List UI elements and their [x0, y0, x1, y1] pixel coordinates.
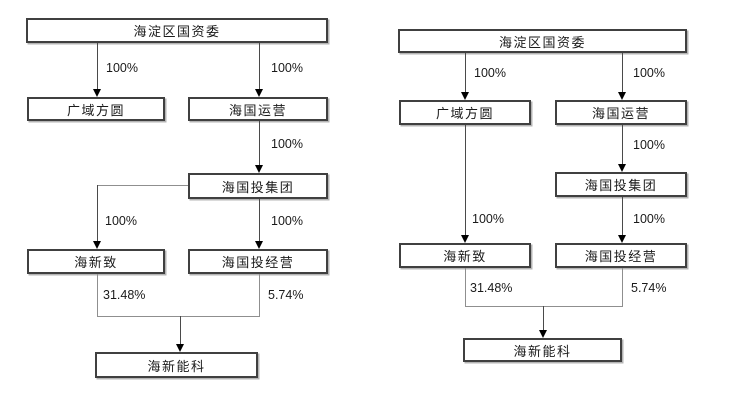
arrowhead-down-icon: [255, 165, 263, 173]
arrowhead-down-icon: [618, 164, 626, 172]
right-edge-jituan-jingying-line: [622, 197, 623, 235]
arrowhead-down-icon: [461, 92, 469, 100]
left-pct-sasac-guangyu: 100%: [106, 61, 138, 75]
arrowhead-down-icon: [93, 241, 101, 249]
left-edge-jituan-haixinzhi-vline: [97, 185, 98, 241]
right-pct-sasac-yunying: 100%: [633, 66, 665, 80]
right-node-sasac: 海淀区国资委: [398, 29, 687, 53]
right-edge-merge-hline: [465, 306, 623, 307]
left-edge-jingying-merge-line: [259, 274, 260, 316]
arrowhead-down-icon: [618, 92, 626, 100]
left-pct-jituan-jingying: 100%: [271, 214, 303, 228]
left-edge-merge-nengke-line: [180, 316, 181, 344]
right-node-haiguo-yunying: 海国运营: [555, 100, 687, 125]
right-edge-guangyu-haixinzhi-line: [465, 125, 466, 235]
left-node-haiguo-yunying: 海国运营: [188, 97, 328, 121]
right-pct-guangyu-haixinzhi: 100%: [472, 212, 504, 226]
right-edge-yunying-jituan-line: [622, 125, 623, 164]
arrowhead-down-icon: [255, 89, 263, 97]
left-node-guangyu-fangyuan: 广域方圆: [27, 97, 165, 121]
left-pct-jingying-nengke: 5.74%: [268, 288, 304, 302]
right-edge-jingying-merge-line: [622, 268, 623, 306]
arrowhead-down-icon: [255, 241, 263, 249]
right-edge-merge-nengke-line: [543, 306, 544, 330]
left-edge-sasac-guangyu-line: [97, 43, 98, 89]
right-node-guangyu-fangyuan: 广域方圆: [399, 100, 531, 125]
arrowhead-down-icon: [461, 235, 469, 243]
right-pct-haixinzhi-nengke: 31.48%: [470, 281, 513, 295]
left-edge-jituan-haixinzhi-hline: [97, 185, 188, 186]
left-pct-haixinzhi-nengke: 31.48%: [103, 288, 146, 302]
right-edge-haixinzhi-merge-line: [465, 268, 466, 306]
right-node-haiguotou-jituan: 海国投集团: [555, 172, 687, 197]
arrowhead-down-icon: [93, 89, 101, 97]
left-edge-sasac-yunying-line: [259, 43, 260, 89]
right-node-haiguotou-jingying: 海国投经营: [555, 243, 687, 268]
arrowhead-down-icon: [176, 344, 184, 352]
right-node-haixin-nengke: 海新能科: [463, 338, 622, 362]
right-pct-jingying-nengke: 5.74%: [631, 281, 667, 295]
left-edge-haixinzhi-merge-line: [97, 274, 98, 316]
left-node-sasac: 海淀区国资委: [26, 18, 328, 43]
left-pct-sasac-yunying: 100%: [271, 61, 303, 75]
right-pct-jituan-jingying: 100%: [633, 212, 665, 226]
right-pct-yunying-jituan: 100%: [633, 138, 665, 152]
arrowhead-down-icon: [539, 330, 547, 338]
left-node-haiguotou-jituan: 海国投集团: [188, 173, 328, 199]
left-pct-jituan-haixinzhi: 100%: [105, 214, 137, 228]
left-edge-merge-hline: [97, 316, 260, 317]
right-node-haixinzhi: 海新致: [399, 243, 531, 268]
arrowhead-down-icon: [618, 235, 626, 243]
left-edge-jituan-jingying-line: [259, 199, 260, 241]
left-node-haixin-nengke: 海新能科: [95, 352, 258, 378]
right-edge-sasac-guangyu-line: [465, 53, 466, 92]
left-pct-yunying-jituan: 100%: [271, 137, 303, 151]
right-pct-sasac-guangyu: 100%: [474, 66, 506, 80]
right-edge-sasac-yunying-line: [622, 53, 623, 92]
left-node-haiguotou-jingying: 海国投经营: [188, 249, 328, 274]
left-edge-yunying-jituan-line: [259, 121, 260, 165]
left-node-haixinzhi: 海新致: [27, 249, 165, 274]
